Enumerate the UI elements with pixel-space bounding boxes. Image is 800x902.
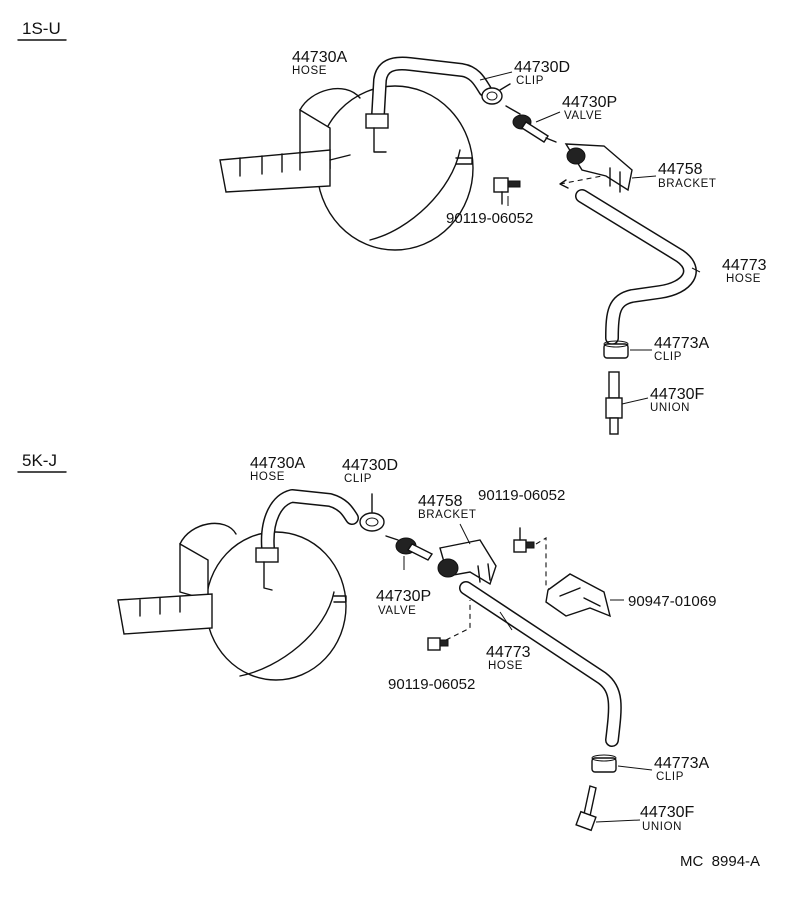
part-90947-bracket-drawing <box>545 573 612 618</box>
part-label-44730a: 44730A HOSE <box>250 455 305 483</box>
svg-text:CLIP: CLIP <box>654 351 682 363</box>
svg-text:90119-06052: 90119-06052 <box>388 676 475 693</box>
part-label-44758: 44758 BRACKET <box>658 161 717 190</box>
svg-text:BRACKET: BRACKET <box>658 178 717 190</box>
svg-text:UNION: UNION <box>650 402 690 414</box>
svg-text:44730D: 44730D <box>342 457 398 474</box>
section-title-5k-j: 5K-J <box>22 451 57 470</box>
reference-code: MC 8994-A <box>680 853 760 870</box>
svg-text:44773A: 44773A <box>654 755 709 772</box>
svg-text:90119-06052: 90119-06052 <box>446 210 533 227</box>
part-44730d-clip-drawing <box>359 493 385 532</box>
svg-text:HOSE: HOSE <box>250 471 285 483</box>
part-44730p-valve-drawing <box>505 105 557 143</box>
svg-text:HOSE: HOSE <box>292 65 327 77</box>
leader-lines-5k-j <box>403 523 653 823</box>
svg-text:VALVE: VALVE <box>564 110 602 122</box>
part-44758-bracket-drawing <box>559 143 633 193</box>
svg-text:44730P: 44730P <box>376 588 431 605</box>
svg-text:44773A: 44773A <box>654 335 709 352</box>
part-label-44730f: 44730F UNION <box>650 386 704 414</box>
svg-text:44773: 44773 <box>722 257 767 274</box>
part-label-44730p: 44730P VALVE <box>376 588 431 617</box>
svg-text:44730D: 44730D <box>514 59 570 76</box>
svg-text:44730P: 44730P <box>562 94 617 111</box>
part-44730p-valve-drawing <box>385 535 434 561</box>
svg-text:CLIP: CLIP <box>516 75 544 87</box>
brake-booster-drawing <box>219 85 474 251</box>
part-label-44773: 44773 HOSE <box>722 257 767 285</box>
part-label-44730p: 44730P VALVE <box>562 94 617 122</box>
part-90119-bolt2-drawing <box>427 600 471 651</box>
svg-text:44730F: 44730F <box>640 804 694 821</box>
part-44730f-union-drawing <box>605 371 623 435</box>
svg-text:BRACKET: BRACKET <box>418 509 477 521</box>
svg-text:44730A: 44730A <box>292 49 347 66</box>
svg-text:CLIP: CLIP <box>656 771 684 783</box>
leader-lines-1s-u <box>479 71 701 405</box>
part-44758-bracket-drawing <box>437 539 497 586</box>
part-label-44730f: 44730F UNION <box>640 804 694 833</box>
svg-text:CLIP: CLIP <box>344 473 372 485</box>
part-90119-bolt-drawing <box>513 527 553 593</box>
svg-text:44730A: 44730A <box>250 455 305 472</box>
part-44730a-hose-drawing <box>365 56 492 153</box>
part-label-44730d: 44730D CLIP <box>514 59 570 87</box>
svg-text:HOSE: HOSE <box>488 660 523 672</box>
section-5k-j: 5K-J <box>17 451 716 833</box>
brake-booster-drawing <box>117 522 347 681</box>
part-label-44773: 44773 HOSE <box>486 644 531 672</box>
svg-text:44758: 44758 <box>418 493 463 510</box>
section-1s-u: 1S-U <box>17 19 767 435</box>
part-90119-bolt-drawing <box>493 177 521 205</box>
part-label-90947: 90947-01069 <box>628 593 716 610</box>
svg-text:VALVE: VALVE <box>378 605 416 617</box>
part-label-44758: 44758 BRACKET <box>418 493 477 521</box>
section-title-1s-u: 1S-U <box>22 19 61 38</box>
svg-text:UNION: UNION <box>642 821 682 833</box>
svg-text:90947-01069: 90947-01069 <box>628 593 716 610</box>
svg-text:44758: 44758 <box>658 161 703 178</box>
part-label-44773a: 44773A CLIP <box>654 755 709 783</box>
part-44730f-union-drawing <box>575 785 597 832</box>
svg-text:44773: 44773 <box>486 644 531 661</box>
part-label-44730a: 44730A HOSE <box>292 49 347 77</box>
part-label-90119: 90119-06052 <box>446 210 533 227</box>
part-44730d-clip-drawing <box>481 83 511 105</box>
part-44773-hose-drawing <box>575 189 697 345</box>
svg-text:44730F: 44730F <box>650 386 704 403</box>
part-44773a-clip-drawing <box>591 754 617 773</box>
part-label-44730d: 44730D CLIP <box>342 457 398 485</box>
part-44773a-clip-drawing <box>603 340 629 359</box>
part-label-90119-top: 90119-06052 <box>478 487 565 504</box>
part-44773-hose-drawing <box>459 581 622 747</box>
part-label-44773a: 44773A CLIP <box>654 335 709 363</box>
svg-text:HOSE: HOSE <box>726 273 761 285</box>
part-44730a-hose-drawing <box>255 489 359 591</box>
svg-text:90119-06052: 90119-06052 <box>478 487 565 504</box>
part-label-90119-bottom: 90119-06052 <box>388 676 475 693</box>
